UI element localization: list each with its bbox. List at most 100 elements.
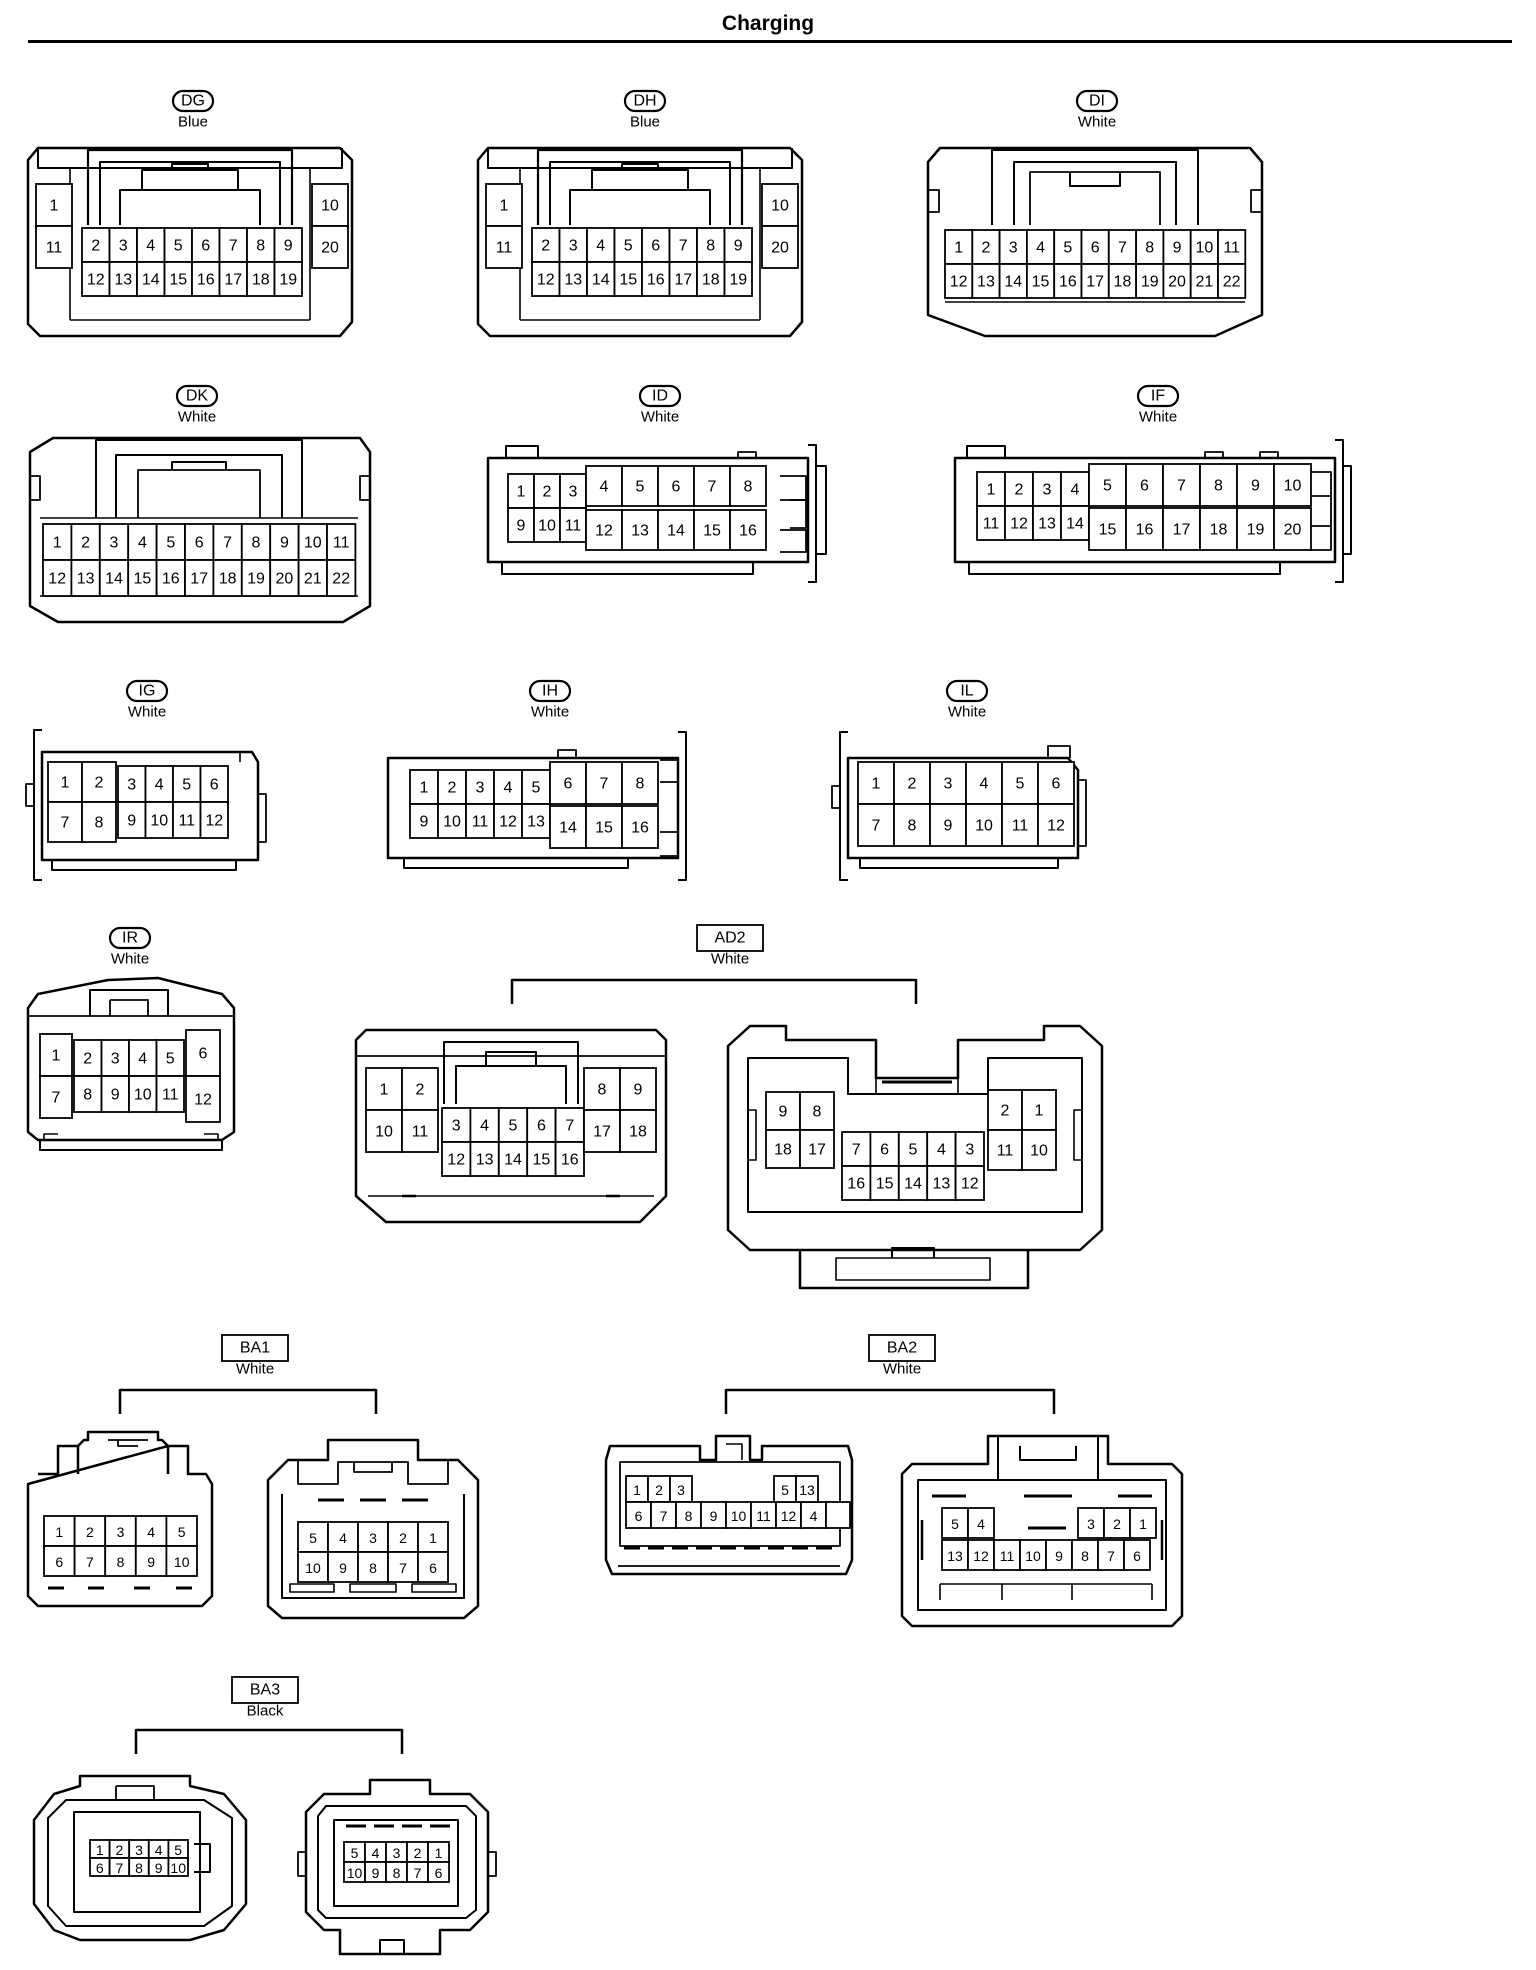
pin-cavity: 7: [554, 1107, 585, 1143]
pin-number: 1: [987, 482, 996, 499]
pin-number: 16: [197, 272, 215, 289]
pin-cavity: 5: [621, 465, 659, 507]
pin-cavity: 3: [357, 1521, 389, 1553]
pin-cavity: 15: [1026, 263, 1056, 299]
connector-housing-if: [953, 439, 1352, 583]
pin-cavity: 2: [987, 1089, 1023, 1131]
pin-number: 5: [174, 238, 183, 255]
pin-number: 19: [1141, 274, 1159, 291]
pin-cavity: 22: [1217, 263, 1247, 299]
pin-cavity: 3: [669, 1475, 693, 1503]
pin-number: 10: [771, 198, 789, 215]
pin-number: 13: [933, 1176, 951, 1193]
pin-number: 4: [980, 776, 989, 793]
pin-cavity: 11: [1001, 803, 1039, 847]
pin-number: 10: [975, 818, 993, 835]
pin-cavity: 10: [1189, 229, 1219, 265]
pin-cavity: 3: [128, 1839, 150, 1859]
connector-housing-dh: [476, 146, 804, 338]
connector-color: White: [178, 409, 216, 426]
pin-number: 5: [909, 1142, 918, 1159]
pin-number: 6: [55, 1554, 63, 1570]
connector-housing-ba2-view-1: [604, 1434, 854, 1576]
pin-number: 10: [538, 518, 556, 535]
pin-number: 2: [416, 1082, 425, 1099]
pin-cavity: 3: [100, 1039, 130, 1077]
pin-number: 15: [595, 820, 613, 837]
connector-code: AD2: [714, 930, 745, 947]
pin-cavity: 6: [526, 1107, 557, 1143]
pin-number: 17: [224, 272, 242, 289]
pin-number: 10: [134, 1087, 152, 1104]
pin-cavity: 5: [163, 227, 193, 263]
pin-cavity: 5: [297, 1521, 329, 1553]
pin-number: 5: [182, 777, 191, 794]
pin-number: 19: [279, 272, 297, 289]
pin-cavity: 12: [81, 261, 111, 297]
pin-number: 3: [944, 776, 953, 793]
pin-cavity: 5: [1053, 229, 1083, 265]
pin-cavity: 13: [1032, 505, 1062, 541]
pin-cavity: 10: [128, 1075, 158, 1113]
connector-code: DH: [633, 93, 656, 110]
pin-cavity: 3: [559, 473, 587, 509]
pin-cavity: 3: [929, 761, 967, 805]
pin-number: 6: [1052, 776, 1061, 793]
pin-cavity: 9: [1236, 463, 1275, 507]
pin-number: 15: [619, 272, 637, 289]
pin-number: 9: [1055, 1548, 1063, 1564]
pin-number: 5: [624, 238, 633, 255]
pin-number: 7: [1107, 1548, 1115, 1564]
pin-number: 5: [309, 1530, 317, 1546]
pin-cavity: 20: [269, 559, 300, 597]
pin-number: 1: [53, 535, 62, 552]
pin-number: 2: [91, 238, 100, 255]
pin-cavity: 17: [218, 261, 248, 297]
pin-number: 15: [134, 571, 152, 588]
pin-cavity: 7: [1097, 1539, 1125, 1571]
pin-cavity: 2: [81, 227, 111, 263]
connector-housing-ba3-view-2: [297, 1778, 497, 1956]
pin-cavity: 1: [625, 1475, 649, 1503]
pin-cavity: 11: [976, 505, 1006, 541]
pin-cavity: 1: [485, 183, 523, 227]
pin-cavity: 9: [269, 523, 300, 561]
pin-cavity: 1: [43, 1515, 76, 1547]
pin-number: 11: [756, 1508, 771, 1524]
pin-cavity: 2: [531, 227, 561, 263]
pin-cavity: 6: [417, 1551, 449, 1583]
pin-cavity: 3: [104, 1515, 137, 1547]
pin-cavity: 4: [967, 1507, 995, 1539]
connector-color: White: [948, 704, 986, 721]
pin-number: 6: [537, 1118, 546, 1135]
pin-number: 7: [872, 818, 881, 835]
pin-number: 6: [564, 776, 573, 793]
pin-cavity: 4: [134, 1515, 168, 1547]
pin-number: 2: [1015, 482, 1024, 499]
connector-color: White: [128, 704, 166, 721]
pin-number: 11: [496, 240, 513, 257]
pin-number: 7: [679, 238, 688, 255]
pin-cavity: 6: [89, 1857, 111, 1877]
pin-cavity: 6: [641, 227, 671, 263]
pin-cavity: 6: [427, 1861, 450, 1883]
pin-cavity: 2: [81, 761, 117, 803]
pin-cavity: 12: [954, 1165, 985, 1201]
pin-cavity: 8: [893, 803, 931, 847]
connector-housing-dg: [26, 146, 354, 338]
pin-number: 4: [147, 1524, 155, 1540]
pin-number: 17: [1086, 274, 1104, 291]
pin-number: 2: [448, 780, 457, 797]
connector-color: White: [531, 704, 569, 721]
pin-number: 2: [95, 775, 104, 792]
pin-cavity: 3: [117, 765, 147, 803]
pin-number: 9: [147, 1554, 155, 1570]
pin-number: 12: [48, 571, 66, 588]
pin-cavity: 18: [765, 1129, 801, 1169]
pin-number: 8: [1214, 478, 1223, 495]
pin-number: 12: [447, 1152, 465, 1169]
pin-cavity: 16: [729, 509, 767, 551]
connector-housing-di: [926, 146, 1264, 338]
